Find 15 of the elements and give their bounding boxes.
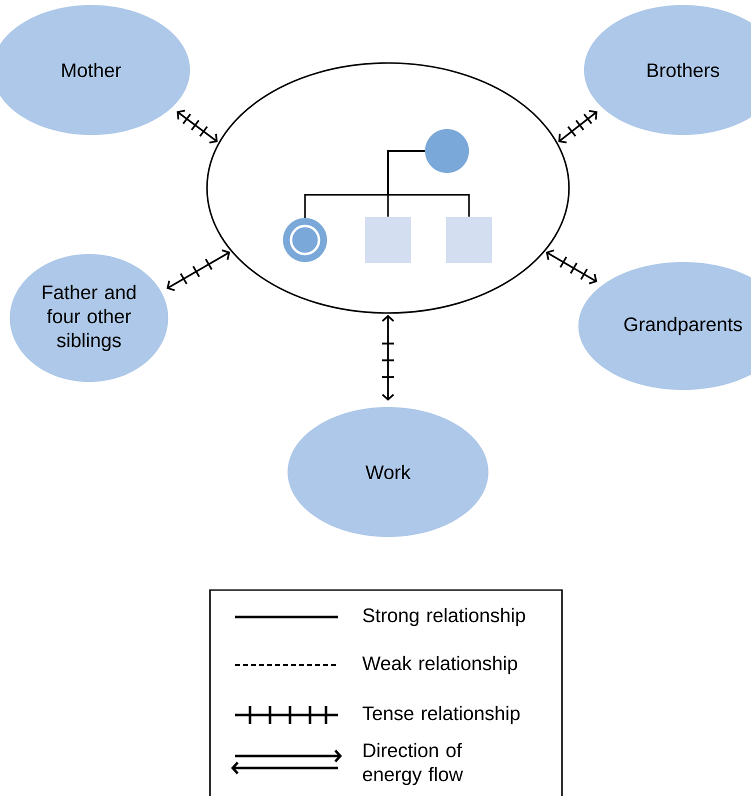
legend-text: Direction of energy flow	[363, 742, 464, 786]
tense-arrow	[546, 249, 598, 284]
tense-arrow	[558, 110, 598, 144]
legend-text: Strong relationship	[363, 608, 526, 626]
legend-text: Tense relationship	[362, 706, 520, 724]
legend-text: Weak relationship	[362, 656, 518, 674]
female-symbol	[425, 129, 469, 173]
tense-arrow	[166, 249, 230, 292]
tense-arrow	[381, 314, 395, 401]
family-line	[387, 150, 470, 217]
family-ellipse	[206, 62, 570, 314]
male-symbol	[365, 217, 411, 263]
male-symbol	[446, 217, 492, 263]
client-symbol	[282, 218, 328, 262]
tense-arrow	[176, 110, 218, 144]
